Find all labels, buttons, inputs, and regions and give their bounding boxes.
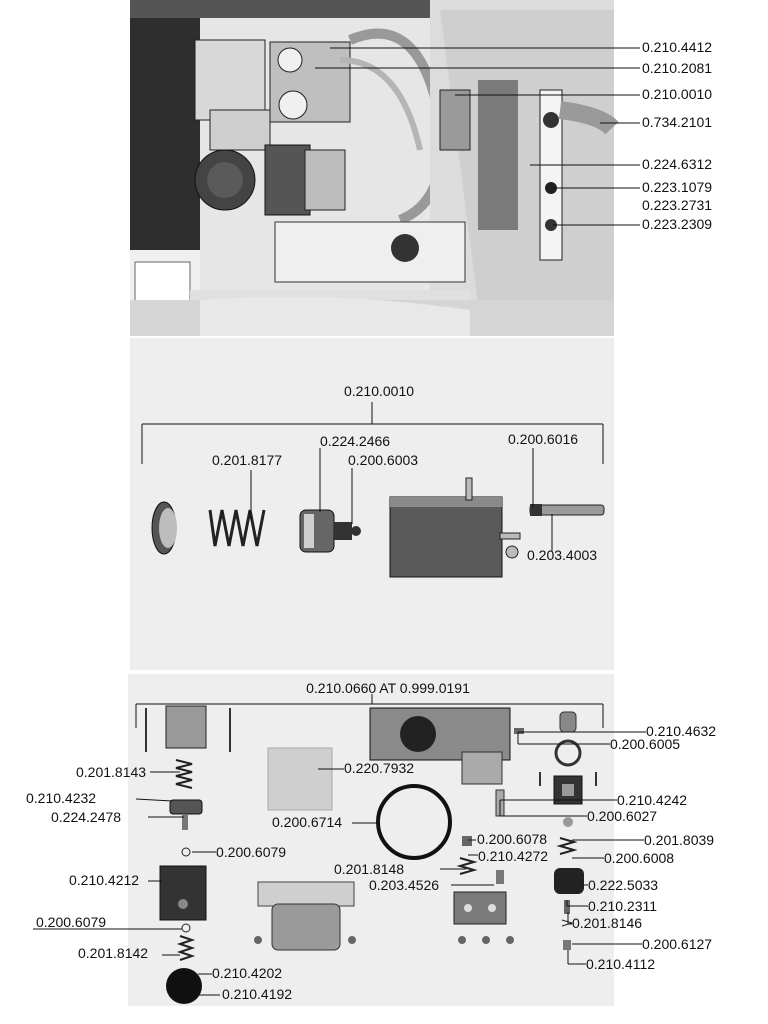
part-label: 0.200.6078: [477, 831, 547, 847]
part-label: 0.224.6312: [642, 156, 712, 172]
top-photo-content: [130, 0, 619, 336]
top-leaders: [315, 47, 640, 226]
part-label: 0.200.6005: [610, 736, 680, 752]
part-label: 0.203.4526: [369, 877, 439, 893]
part-label: 0.223.2309: [642, 216, 712, 232]
part-label: 0.220.7932: [344, 760, 414, 776]
part-label: 0.201.8146: [572, 915, 642, 931]
part-label: 0.210.4232: [26, 790, 96, 806]
part-label: 0.200.6079: [216, 844, 286, 860]
group-label: 0.210.0010: [344, 383, 414, 399]
part-label: 0.210.2311: [588, 898, 657, 914]
part-label: 0.200.6016: [508, 431, 578, 447]
part-label: 0.222.5033: [588, 877, 658, 893]
part-label: 0.201.8142: [78, 945, 148, 961]
top-labels: 0.210.4412 0.210.2081 0.210.0010 0.734.2…: [642, 39, 712, 232]
part-label: 0.201.8039: [644, 832, 714, 848]
part-label: 0.201.8143: [76, 764, 146, 780]
part-label: 0.223.2731: [642, 197, 712, 213]
part-label: 0.201.8177: [212, 452, 282, 468]
bottom-leaders: [33, 731, 646, 996]
part-label: 0.210.4112: [586, 956, 655, 972]
part-label: 0.210.4192: [222, 986, 292, 1002]
part-label: 0.200.6079: [36, 914, 106, 930]
part-label: 0.210.2081: [642, 60, 712, 76]
part-label: 0.210.4412: [642, 39, 712, 55]
middle-labels: 0.224.2466 0.201.8177 0.200.6003 0.200.6…: [212, 431, 597, 563]
part-label: 0.200.6127: [642, 936, 712, 952]
part-label: 0.210.4202: [212, 965, 282, 981]
middle-bracket: [141, 402, 604, 464]
part-label: 0.200.6027: [587, 808, 657, 824]
part-label: 0.210.0010: [642, 86, 712, 102]
part-label: 0.200.6008: [604, 850, 674, 866]
part-label: 0.203.4003: [527, 547, 597, 563]
part-label: 0.224.2478: [51, 809, 121, 825]
part-label: 0.210.4272: [478, 848, 548, 864]
part-label: 0.210.4242: [617, 792, 687, 808]
part-label: 0.223.1079: [642, 179, 712, 195]
part-label: 0.200.6714: [272, 814, 342, 830]
part-label: 0.224.2466: [320, 433, 390, 449]
part-label: 0.210.4632: [646, 723, 716, 739]
group-label: 0.210.0660 AT 0.999.0191: [306, 680, 470, 696]
bottom-bracket: [135, 694, 604, 728]
bottom-parts: [145, 705, 597, 1004]
middle-parts: [151, 477, 605, 578]
part-label: 0.201.8148: [334, 861, 404, 877]
bottom-labels: 0.210.4632 0.200.6005 0.201.8143 0.220.7…: [26, 723, 716, 1002]
middle-leaders: [250, 448, 553, 552]
part-label: 0.210.4212: [69, 872, 139, 888]
part-label: 0.734.2101: [642, 114, 712, 130]
part-label: 0.200.6003: [348, 452, 418, 468]
